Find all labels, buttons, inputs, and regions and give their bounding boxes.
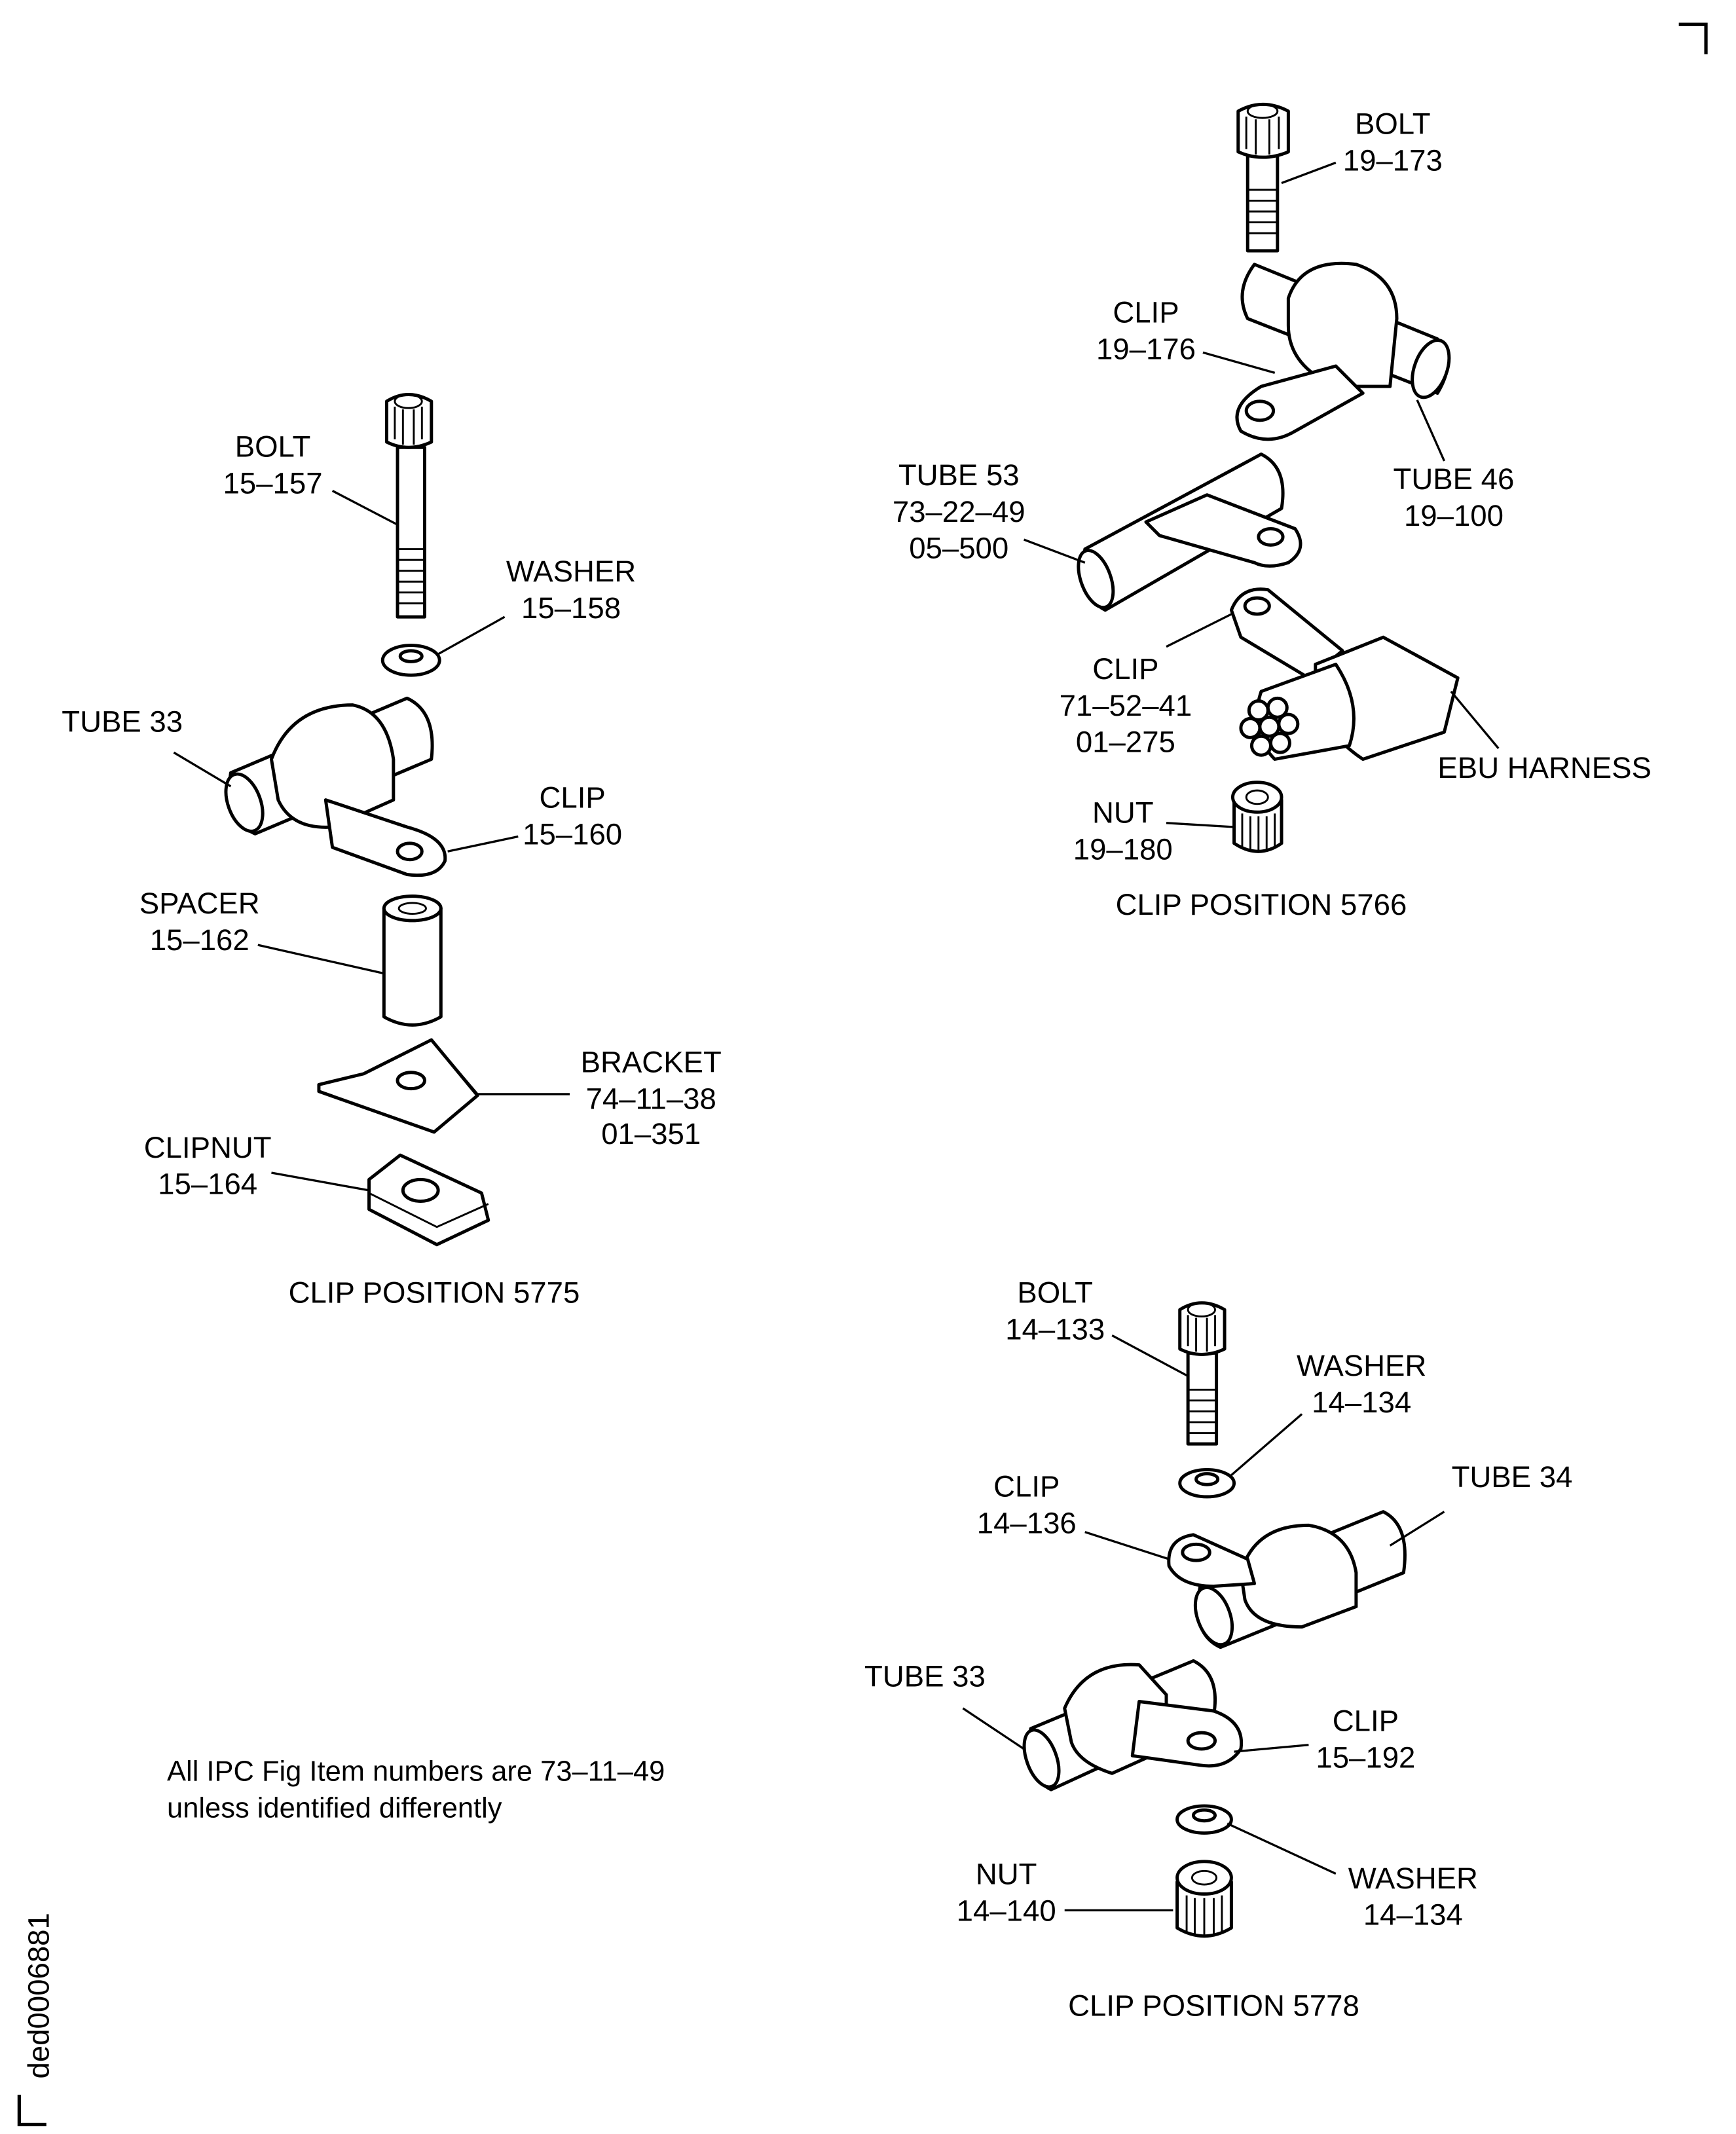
tube-46-and-clip-19-176 (1235, 261, 1451, 441)
drawing-id: ded0006881 (22, 1913, 56, 2078)
tube-53-clip (1077, 452, 1302, 612)
label-bracket: BRACKET (581, 1045, 722, 1078)
clip-position-5778: BOLT 14–133 WASHER 14–134 TUBE 34 CLIP 1… (864, 1276, 1572, 2022)
label-bolt-number: 19–173 (1343, 143, 1443, 177)
label-spacer-number: 15–162 (150, 923, 249, 957)
label-clip-number: 19–176 (1096, 332, 1196, 365)
label-washer-number: 15–158 (521, 591, 621, 625)
label-nut-number: 14–140 (957, 1894, 1056, 1928)
label-ebu-harness: EBU HARNESS (1437, 751, 1652, 784)
label-tube-46-number: 19–100 (1404, 499, 1504, 532)
label-bolt-number: 15–157 (223, 466, 323, 500)
position-title-5766: CLIP POSITION 5766 (1116, 888, 1407, 921)
corner-crop-mark-top-right (1678, 22, 1708, 54)
label-tube-53: TUBE 53 (898, 458, 1020, 492)
label-clip-2-number: 15–192 (1316, 1741, 1415, 1775)
clip-position-5775: BOLT 15–157 WASHER 15–158 TUBE 33 CLIP 1… (62, 393, 722, 1309)
label-clip-number: 15–160 (523, 818, 622, 851)
ipc-note-line-2: unless identified differently (167, 1793, 502, 1824)
label-clip: CLIP (539, 781, 605, 815)
label-bolt-number: 14–133 (1005, 1312, 1105, 1346)
label-spacer: SPACER (139, 887, 260, 920)
label-nut: NUT (976, 1858, 1037, 1891)
bolt-14-133 (1178, 1301, 1227, 1446)
ipc-note-line-1: All IPC Fig Item numbers are 73–11–49 (167, 1756, 665, 1788)
label-bracket-number: 01–351 (601, 1117, 701, 1150)
label-tube-33: TUBE 33 (864, 1659, 986, 1693)
tube-33-and-clip-15-160 (224, 696, 447, 877)
tube-34-and-clip-14-136 (1167, 1510, 1407, 1649)
label-tube-53-fig: 73–22–49 (893, 495, 1025, 528)
label-bolt: BOLT (235, 430, 311, 463)
label-clipnut: CLIPNUT (144, 1131, 272, 1164)
spacer-15-162 (382, 894, 443, 1027)
label-clip-number: 14–136 (977, 1506, 1077, 1539)
bolt-15-157 (384, 393, 434, 619)
label-washer-number: 14–134 (1312, 1386, 1411, 1419)
bracket-74-11-38 (317, 1038, 479, 1134)
corner-crop-mark-bottom-left (17, 2094, 46, 2127)
label-nut: NUT (1092, 796, 1154, 829)
label-clip: CLIP (1113, 295, 1179, 329)
label-clip-2: CLIP (1333, 1704, 1399, 1738)
washer-14-134-top (1178, 1467, 1236, 1499)
clip-71-52-41-with-ebu-harness (1229, 587, 1460, 761)
label-clip-2-number: 01–275 (1076, 726, 1175, 759)
label-clipnut-number: 15–164 (158, 1168, 257, 1201)
bolt-19-173 (1236, 102, 1290, 253)
label-bolt: BOLT (1017, 1276, 1093, 1309)
label-washer-2-number: 14–134 (1363, 1898, 1463, 1932)
clip-position-5766: BOLT 19–173 CLIP 19–176 TUBE 46 19–100 T… (893, 102, 1652, 921)
nut-19-180 (1230, 781, 1284, 853)
label-nut-number: 19–180 (1073, 832, 1173, 866)
position-title-5778: CLIP POSITION 5778 (1068, 1989, 1359, 2022)
tube-33-and-clip-15-192 (1022, 1659, 1244, 1792)
clipnut-15-164 (367, 1153, 490, 1247)
label-tube-53-number: 05–500 (909, 532, 1008, 565)
washer-14-134-bottom (1175, 1804, 1233, 1835)
label-tube-46: TUBE 46 (1394, 462, 1515, 496)
label-clip-2: CLIP (1092, 652, 1158, 686)
label-tube-34: TUBE 34 (1452, 1460, 1573, 1494)
label-tube: TUBE 33 (62, 705, 183, 739)
label-clip-2-fig: 71–52–41 (1060, 689, 1192, 722)
label-washer-2: WASHER (1348, 1862, 1478, 1895)
label-washer: WASHER (506, 555, 636, 588)
label-bolt: BOLT (1355, 107, 1431, 141)
label-washer: WASHER (1297, 1349, 1426, 1382)
washer-15-158 (380, 644, 441, 677)
label-clip: CLIP (993, 1469, 1060, 1503)
position-title-5775: CLIP POSITION 5775 (289, 1276, 580, 1309)
label-bracket-fig: 74–11–38 (586, 1082, 716, 1115)
nut-14-140 (1175, 1860, 1233, 1938)
